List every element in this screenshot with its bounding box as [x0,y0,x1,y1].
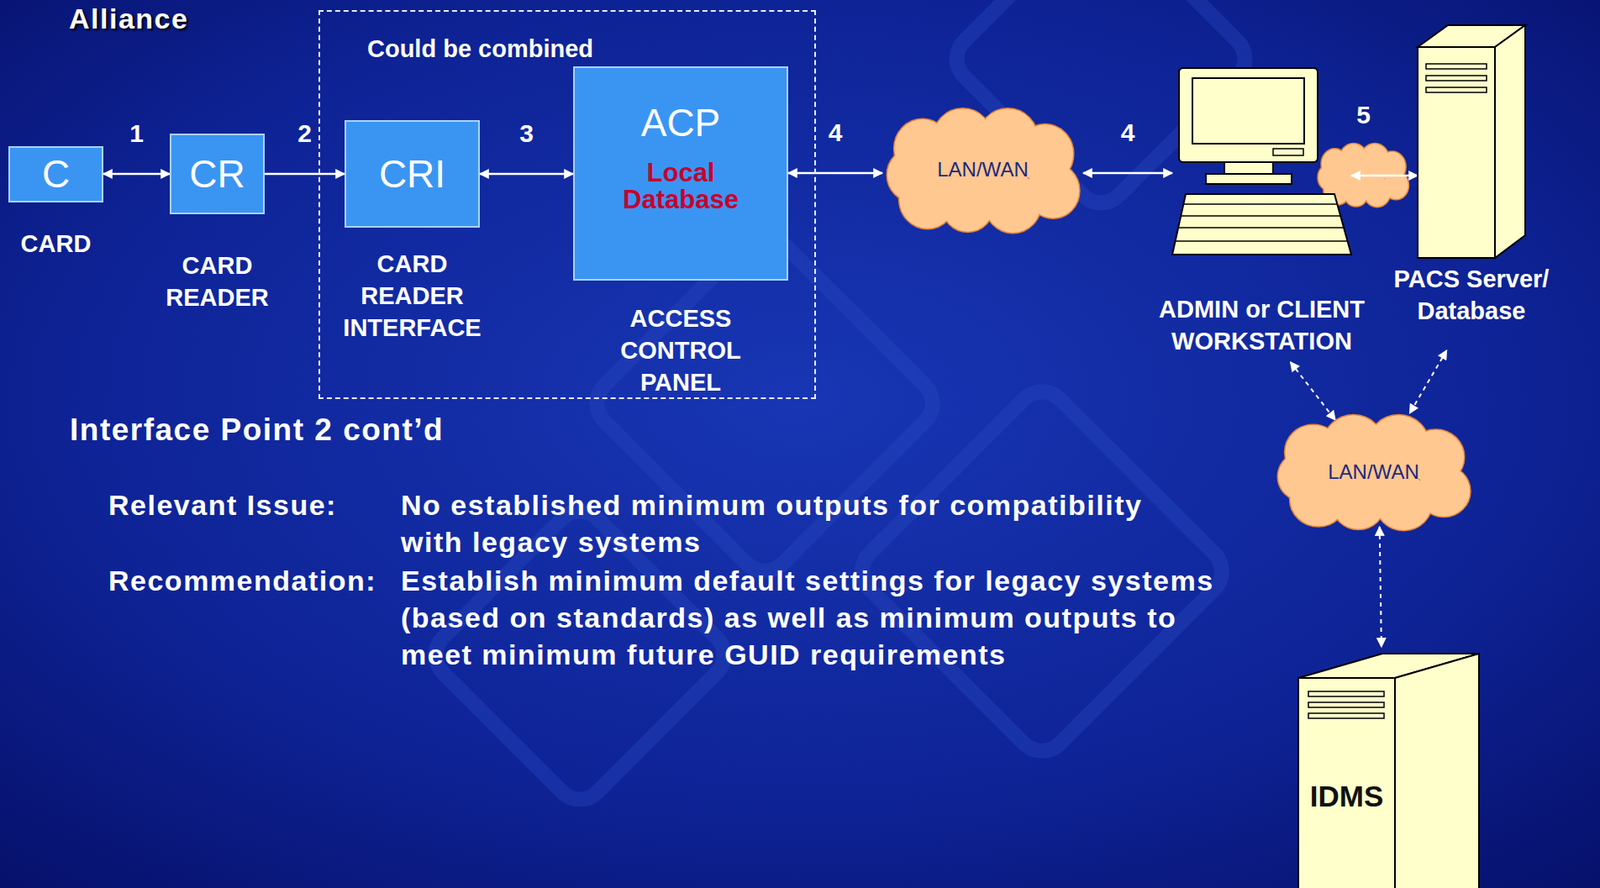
box-caption: CARD [0,227,124,260]
drawing-part [1318,163,1343,191]
callout-number: 1 [129,119,144,148]
card-box: CCARD [8,146,104,203]
drawing-part [1308,713,1385,719]
field-label: Recommendation: [108,562,377,600]
logo-text: Alliance [68,0,189,37]
slide-title: Interface Point 2 cont’d [69,411,444,449]
callout-number: 4 [828,118,843,148]
box-caption: CARD READER [154,249,281,314]
drawing-part [1426,87,1487,93]
network-cloud: LAN/WAN [1273,413,1474,531]
connector-arrow [1379,526,1382,648]
network-cloud: LAN/WAN [882,106,1084,233]
server-tower: IDMS [1298,653,1479,888]
box-caption: CARD READER INTERFACE [334,247,490,344]
drawing-part [1417,47,1495,258]
field-value: No established minimum outputs for compa… [400,486,1191,561]
callout-number: 3 [519,119,534,148]
field-value: Establish minimum default settings for l… [400,562,1242,674]
box-subtitle: Local Database [609,159,753,214]
shape-label: IDMS [1298,779,1395,814]
drawing-part [1494,25,1526,258]
drawing-part [1426,75,1487,81]
drawing-part [1298,678,1395,888]
drawing-part [1308,691,1385,697]
drawing-part [1308,702,1385,708]
connector-arrow [1083,172,1173,175]
box-title: CRI [378,152,446,196]
interface-box: CRICARD READER INTERFACE [344,120,480,228]
connector-arrow [1351,174,1418,178]
drawing-part [887,148,938,202]
field-label: Relevant Issue: [108,486,337,524]
background-diamonds [425,0,1256,811]
workstation-icon: ADMIN or CLIENT WORKSTATION [1172,68,1352,358]
connector-arrow [479,173,574,176]
drawing-part [1278,452,1329,501]
drawing-part [1192,78,1305,144]
drawing-part [1205,173,1292,185]
drawing-part [1172,194,1352,255]
server-drawing [1298,653,1479,888]
box-caption: ACCESS CONTROL PANEL [605,302,757,399]
callout-number: 2 [297,119,312,148]
box-caption: PACS Server/ Database [1366,263,1577,327]
callout-number: 5 [1356,100,1371,130]
control-panel-box: ACPLocal DatabaseACCESS CONTROL PANEL [573,66,789,281]
drawing-part [1178,68,1318,163]
drawing-part [1224,162,1274,174]
shape-label: LAN/WAN [1273,413,1474,531]
connector-arrow [788,172,883,175]
combined-group: Could be combinedCRICARD READER INTERFAC… [318,10,816,400]
drawing-part [1318,163,1343,191]
box-title: C [42,152,70,196]
group-title: Could be combined [367,35,594,64]
drawing-part [1426,63,1487,69]
box-title: CR [189,152,245,196]
callout-number: 4 [1121,118,1136,148]
server-drawing [1417,25,1526,258]
connector-arrow [1290,362,1337,421]
computer-drawing [1172,68,1352,256]
drawing-part [887,148,938,202]
box-title: ACP [641,101,722,145]
drawing-part [1273,148,1304,156]
drawing-part [1278,452,1329,501]
shape-label: LAN/WAN [882,106,1084,233]
server-tower: PACS Server/ Database [1417,25,1526,338]
connector-arrow [103,173,170,176]
connector-arrow [1410,350,1448,414]
box-caption: ADMIN or CLIENT WORKSTATION [1148,293,1376,358]
drawing-part [1174,204,1348,242]
reader-box: CRCARD READER [169,133,265,215]
drawing-part [1394,653,1479,888]
connector-arrow [264,173,345,176]
